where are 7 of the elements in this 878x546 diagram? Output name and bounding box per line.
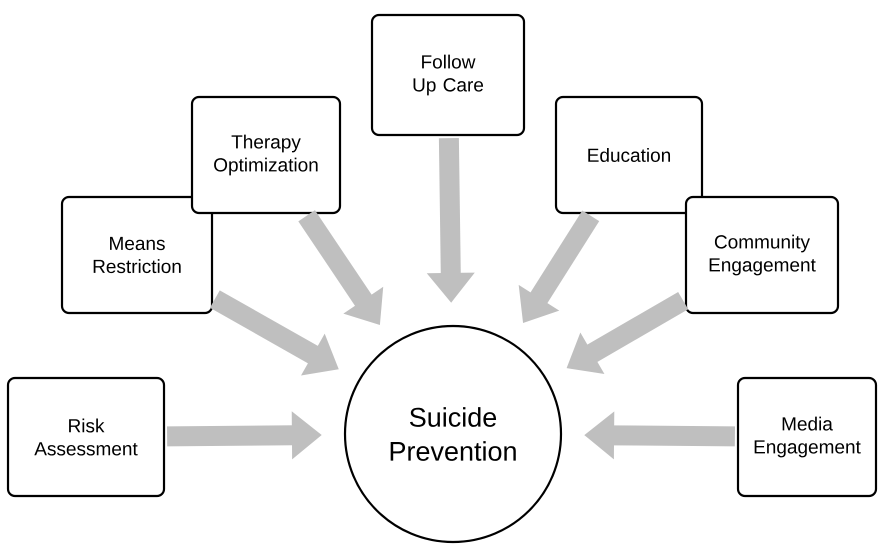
text-box: Follow Up Care xyxy=(370,14,526,136)
text-box: Means Restriction xyxy=(60,196,214,314)
text-box: Community Engagement xyxy=(684,196,840,314)
text-box: Risk Assessment xyxy=(6,376,166,498)
text-box: Education xyxy=(554,96,704,214)
text-box: Therapy Optimization xyxy=(190,96,342,214)
text-box: Media Engagement xyxy=(736,376,878,498)
